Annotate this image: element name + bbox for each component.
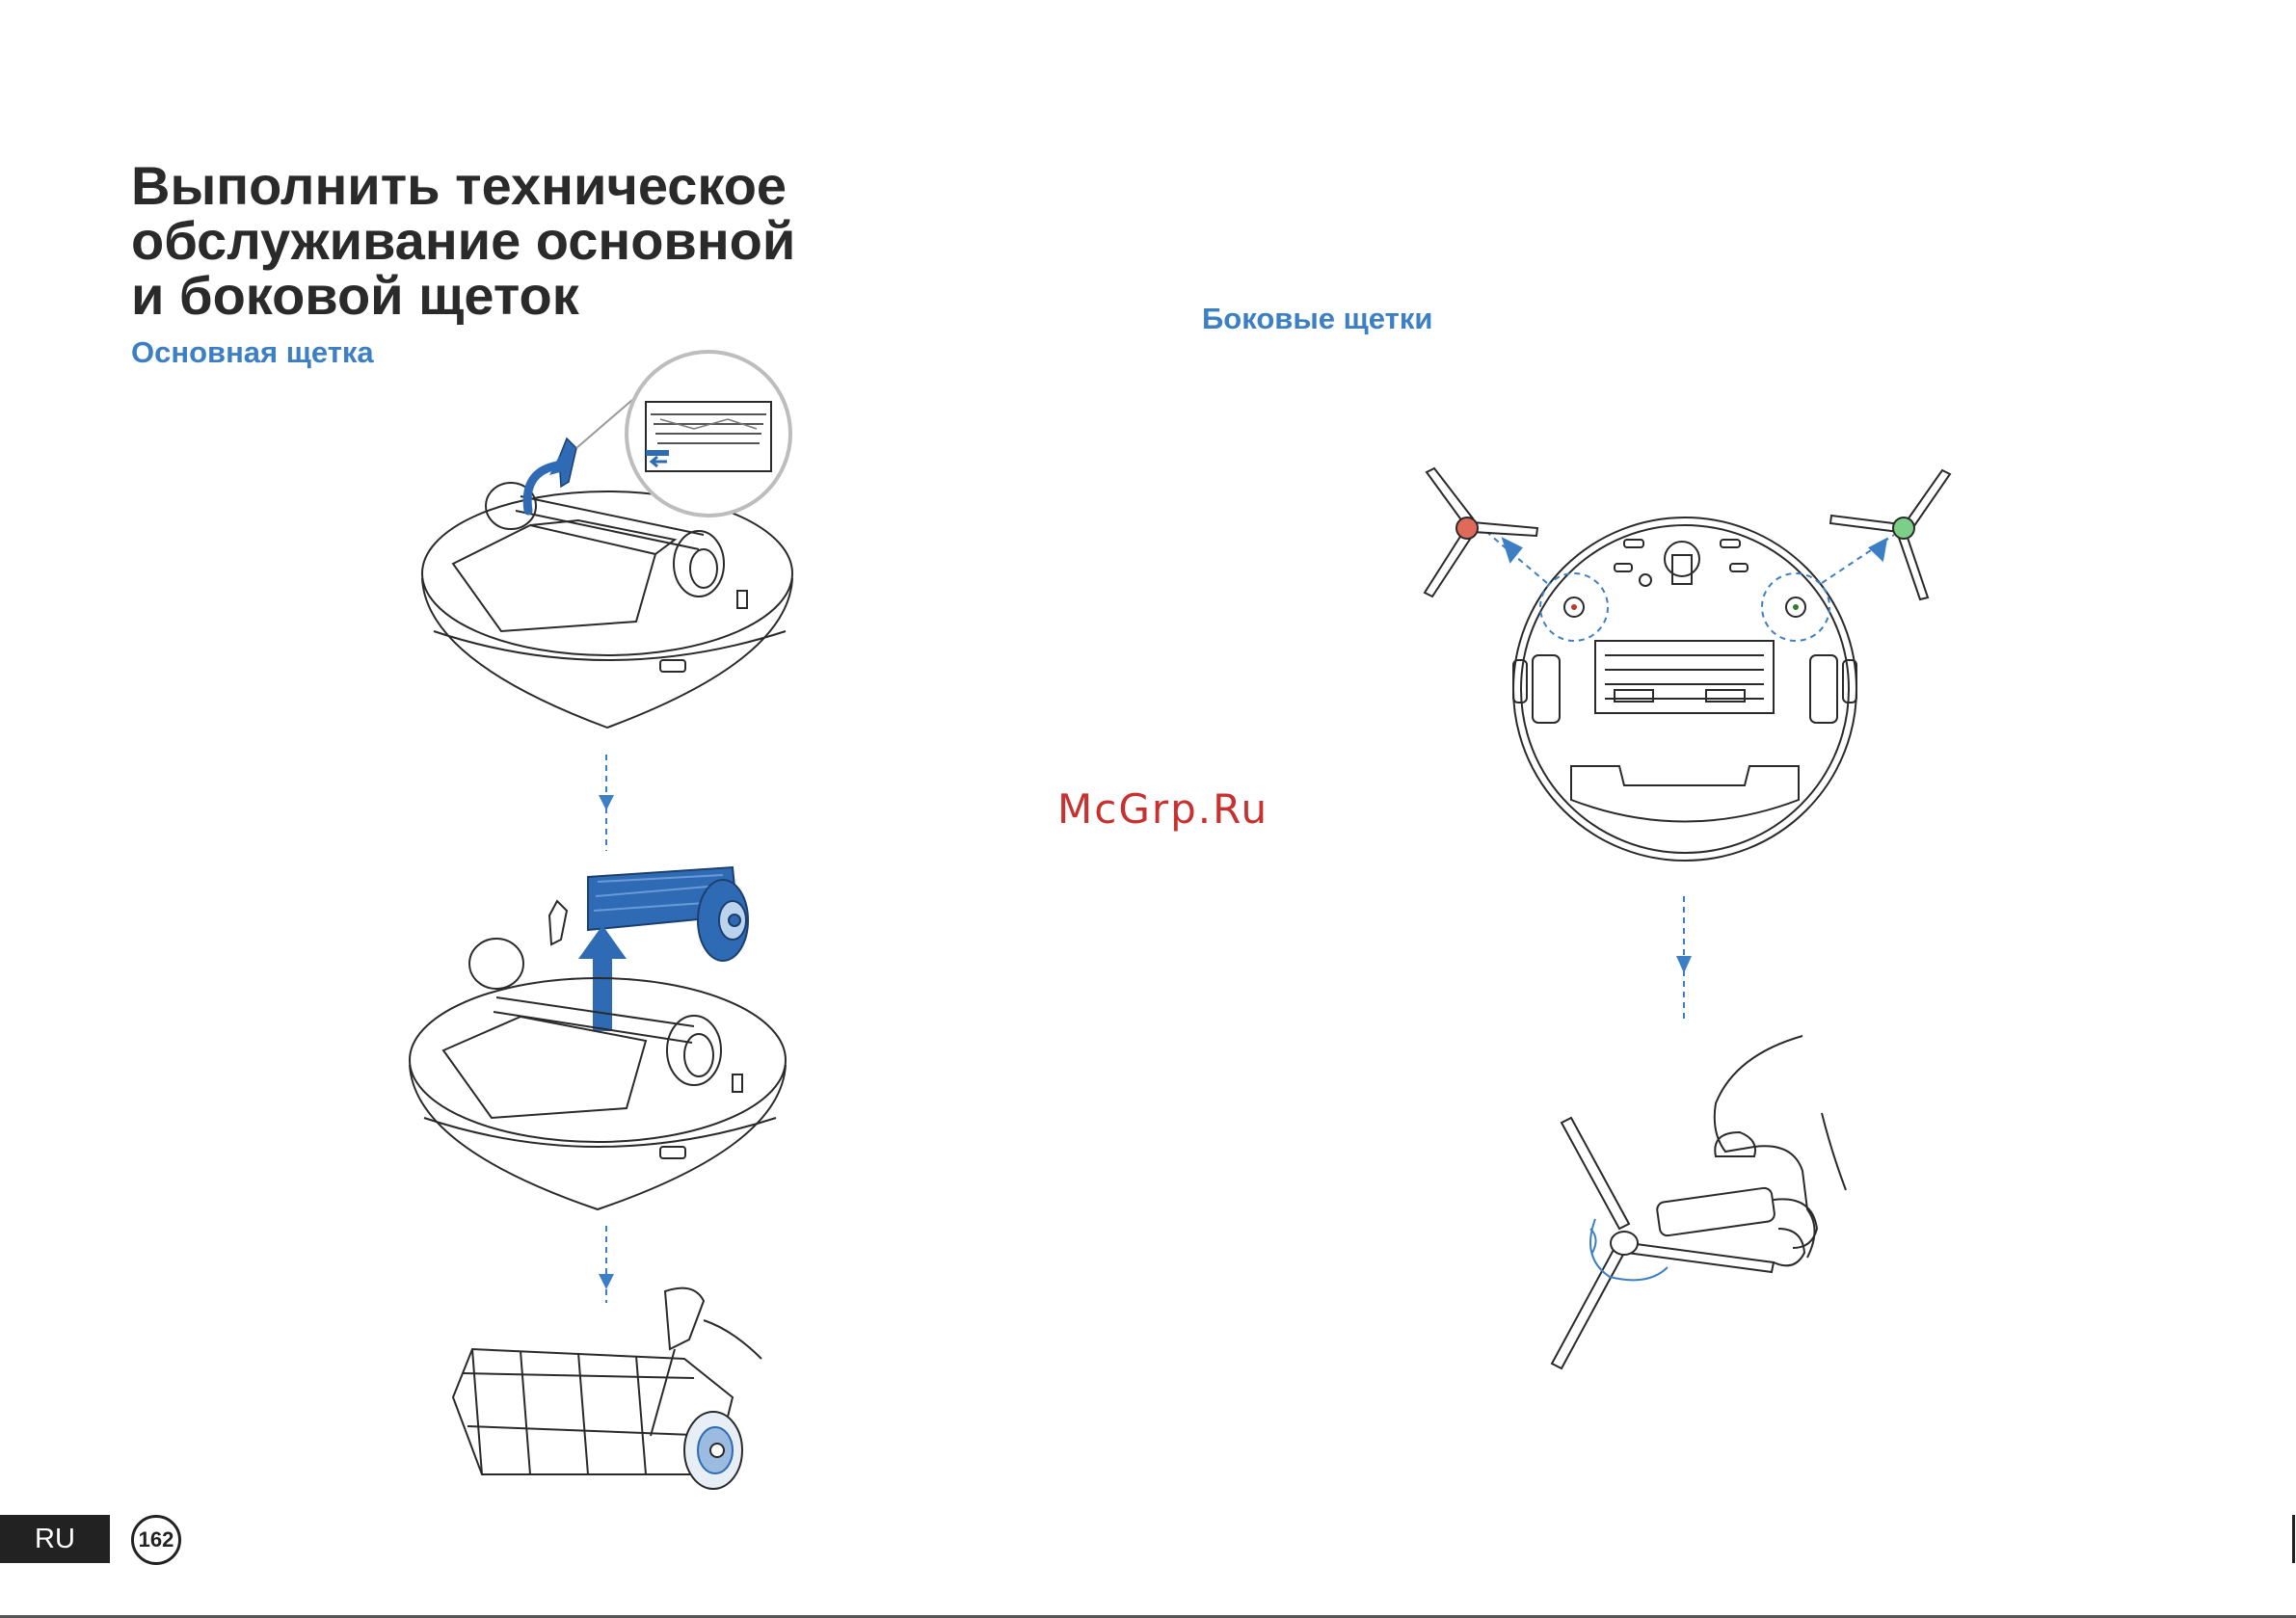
main-brush-step2-illustration <box>405 858 810 1214</box>
brush-end-cap <box>684 1412 742 1489</box>
page-number: 162 <box>131 1515 181 1565</box>
main-brush-heading: Основная щетка <box>131 335 374 370</box>
language-badge: RU <box>0 1515 110 1563</box>
page-edge-marker <box>2292 1515 2295 1563</box>
main-brush-step3-illustration <box>443 1282 800 1513</box>
watermark: McGrp.Ru <box>1057 785 1268 833</box>
step-arrow-1 <box>595 755 618 851</box>
title-line-2: обслуживание основной <box>131 213 864 268</box>
page-title: Выполнить техническое обслуживание основ… <box>131 158 864 323</box>
side-brush-removal-illustration <box>1542 1036 1860 1383</box>
step-arrow-3 <box>1672 896 1695 1021</box>
title-line-1: Выполнить техническое <box>131 158 864 213</box>
side-brushes-underside-illustration <box>1417 463 1966 867</box>
side-brushes-heading: Боковые щетки <box>1202 302 1432 336</box>
main-brush-step1-illustration <box>414 342 819 737</box>
title-line-3: и боковой щеток <box>131 268 864 323</box>
right-side-brush <box>1830 470 1950 599</box>
left-side-brush <box>1425 468 1537 597</box>
